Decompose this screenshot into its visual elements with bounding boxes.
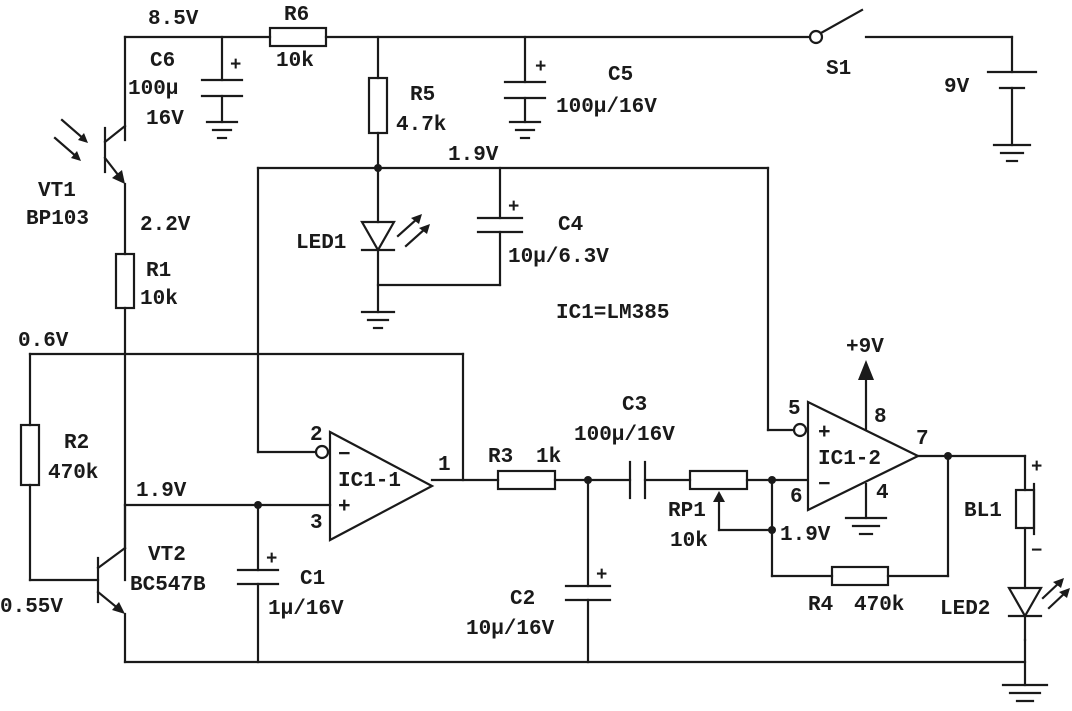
ic1-1-ref: IC1-1 <box>338 470 401 493</box>
capacitor-c5: + <box>503 35 546 140</box>
c1-plus: + <box>266 548 277 570</box>
phototransistor-vt1 <box>53 118 127 256</box>
ic1-2-plus: + <box>818 422 831 445</box>
rp1-ref: RP1 <box>668 500 706 523</box>
c6-plus: + <box>230 54 241 76</box>
transistor-vt2 <box>96 503 127 664</box>
capacitor-c6: + <box>200 35 244 140</box>
opamp-ic1-1 <box>123 166 500 542</box>
r2-value: 470k <box>48 462 98 485</box>
ic1-2-pin5: 5 <box>788 398 801 421</box>
r3-ref: R3 <box>488 446 513 469</box>
c4-plus: + <box>508 196 519 218</box>
c4-ref: C4 <box>558 214 583 237</box>
ic1-2-pin8: 8 <box>874 406 887 429</box>
led2 <box>1007 578 1070 642</box>
led1 <box>360 214 430 330</box>
supply-9v: +9V <box>846 336 884 359</box>
voltage-0-6v: 0.6V <box>18 330 69 353</box>
led1-ref: LED1 <box>296 232 346 255</box>
potentiometer-rp1 <box>688 469 810 578</box>
c2-ref: C2 <box>510 588 535 611</box>
c6-value-1: 100μ <box>128 78 178 101</box>
ic1-1-pin3: 3 <box>310 512 323 535</box>
c4-value: 10μ/6.3V <box>508 246 609 269</box>
r4-ref: R4 <box>808 594 833 617</box>
ic1-1-pin1: 1 <box>438 454 451 477</box>
c3-value: 100μ/16V <box>574 424 675 447</box>
battery-9v <box>986 35 1038 163</box>
c5-ref: C5 <box>608 64 633 87</box>
ic-note: IC1=LM385 <box>556 302 669 325</box>
vt2-part: BC547B <box>130 574 206 597</box>
ground-rail <box>123 638 1049 703</box>
ic1-1-pin2: 2 <box>310 424 323 447</box>
capacitor-c3 <box>628 460 692 500</box>
s1-ref: S1 <box>826 58 851 81</box>
ic1-2-pin4: 4 <box>876 482 889 505</box>
r4-value: 470k <box>854 594 904 617</box>
voltage-2-2v: 2.2V <box>140 214 191 237</box>
voltage-1-9v-top: 1.9V <box>448 144 499 167</box>
ic1-2-pin6: 6 <box>790 486 803 509</box>
top-rail-wires <box>123 35 812 142</box>
voltage-8-5v: 8.5V <box>148 8 199 31</box>
r5-value: 4.7k <box>396 114 446 137</box>
ic1-2-ref: IC1-2 <box>818 448 881 471</box>
c1-value: 1μ/16V <box>268 598 344 621</box>
vt2-ref: VT2 <box>148 544 186 567</box>
ic1-1-plus: + <box>338 496 351 519</box>
led2-ref: LED2 <box>940 598 990 621</box>
ic1-2-pin7: 7 <box>916 428 929 451</box>
r5-ref: R5 <box>410 84 435 107</box>
c2-value: 10μ/16V <box>466 618 555 641</box>
r3-value: 1k <box>536 446 561 469</box>
rp1-value: 10k <box>670 530 708 553</box>
r1-value: 10k <box>140 288 178 311</box>
c5-value: 100μ/16V <box>556 96 657 119</box>
resistor-r5 <box>367 35 389 224</box>
r1-ref: R1 <box>146 260 171 283</box>
voltage-1-9v-mid: 1.9V <box>136 480 187 503</box>
capacitor-c2: + <box>564 476 612 664</box>
voltage-0-55v: 0.55V <box>0 596 63 619</box>
bl1-ref: BL1 <box>964 500 1002 523</box>
r6-value: 10k <box>276 50 314 73</box>
c6-value-2: 16V <box>146 108 184 131</box>
vt1-part: BP103 <box>26 208 89 231</box>
capacitor-c1: + <box>236 503 280 664</box>
c6-ref: C6 <box>150 50 175 73</box>
c5-plus: + <box>535 56 546 78</box>
bl1-plus: + <box>1031 456 1042 478</box>
r2-ref: R2 <box>64 432 89 455</box>
c2-plus: + <box>596 564 607 586</box>
r2-feedback <box>19 352 465 582</box>
resistor-r3 <box>496 469 632 491</box>
switch-s1 <box>808 8 1014 45</box>
c1-ref: C1 <box>300 568 325 591</box>
ic1-2-minus: − <box>818 474 831 497</box>
battery-voltage: 9V <box>944 76 970 99</box>
r6-ref: R6 <box>284 4 309 27</box>
vt1-ref: VT1 <box>38 180 76 203</box>
opamp-ic1-2 <box>766 166 1027 536</box>
buzzer-bl1: + − <box>1014 454 1042 590</box>
resistor-r6 <box>268 26 328 48</box>
labels: 8.5V R6 10k C6 100μ 16V R5 4.7k C5 100μ/… <box>0 4 1002 641</box>
voltage-1-9v-right: 1.9V <box>780 524 831 547</box>
resistor-r4 <box>770 452 952 587</box>
bl1-minus: − <box>1031 540 1042 562</box>
c3-ref: C3 <box>622 394 647 417</box>
ic1-1-minus: − <box>338 444 351 467</box>
capacitor-c4: + <box>256 166 770 287</box>
